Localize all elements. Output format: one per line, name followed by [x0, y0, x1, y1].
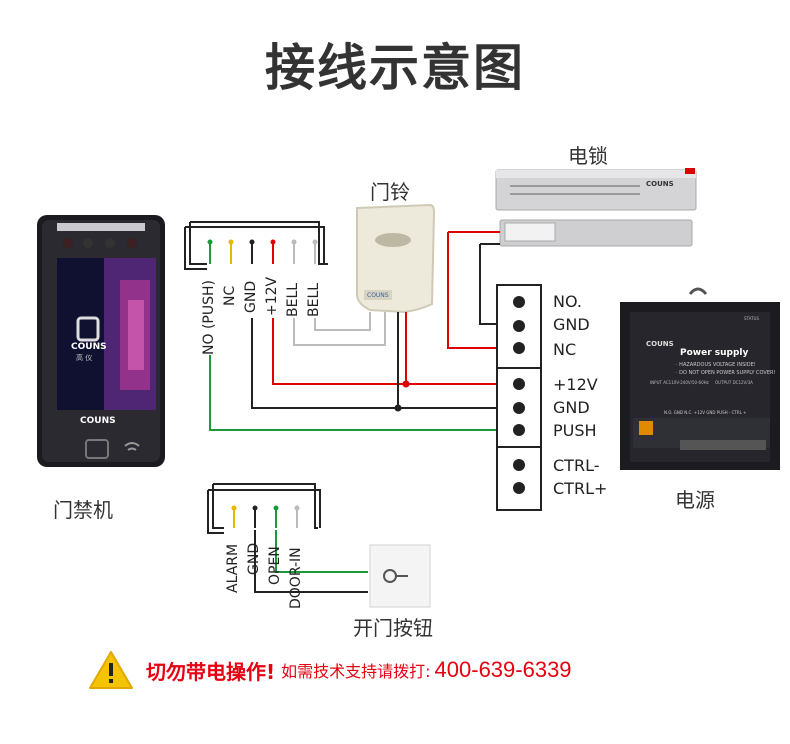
warning-icon — [89, 651, 133, 689]
power-brand: COUNS — [646, 340, 674, 348]
power-output: OUTPUT DC12V/3A — [715, 380, 753, 385]
terminal-label: ALARM — [225, 543, 241, 593]
block-label: PUSH — [553, 421, 597, 440]
device-brand: COUNS — [71, 342, 107, 352]
block-label: NO. — [553, 292, 582, 311]
terminal-label: BELL — [306, 282, 322, 317]
power-terminals: N.O. GND N.C. +12V GND PUSH - CTRL + — [664, 410, 747, 415]
warning-phone: 400-639-6339 — [434, 657, 572, 682]
terminal-label: NC — [222, 285, 238, 306]
exit-button-device — [369, 544, 431, 608]
label-exit-button: 开门按钮 — [353, 616, 433, 640]
terminal-label: GND — [243, 280, 259, 313]
block-label: GND — [553, 398, 590, 417]
device-bottom-brand: COUNS — [80, 416, 116, 426]
terminal-label: BELL — [285, 282, 301, 317]
terminal-block — [496, 284, 542, 511]
power-warning-1: · HAZARDOUS VOLTAGE INSIDE! — [676, 362, 756, 368]
terminal-label: OPEN — [267, 546, 283, 585]
label-lock: 电锁 — [568, 144, 608, 168]
power-name: Power supply — [680, 348, 749, 358]
terminal-label: GND — [246, 542, 262, 575]
label-power: 电源 — [675, 488, 715, 512]
block-label: CTRL+ — [553, 479, 608, 498]
block-label: CTRL- — [553, 456, 600, 475]
block-label: GND — [553, 315, 590, 334]
device-brand-sub: 高 仪 — [76, 354, 93, 362]
bell-brand: COUNS — [367, 292, 389, 299]
warning-sub: 如需技术支持请拨打: — [281, 662, 431, 681]
power-warning-2: · DO NOT OPEN POWER SUPPLY COVER! — [676, 370, 776, 376]
electric-lock-device — [495, 168, 697, 247]
power-status: STATUS — [744, 316, 760, 321]
page-title: 接线示意图 — [265, 39, 525, 97]
terminal-label: +12V — [264, 276, 280, 316]
power-input: INPUT AC110V-240V/50-60Hz — [650, 380, 709, 385]
access-controller-device — [37, 215, 165, 467]
block-label: NC — [553, 340, 577, 359]
power-supply-device — [620, 287, 780, 470]
warning-bar: 切勿带电操作! 如需技术支持请拨打: 400-639-6339 — [88, 650, 572, 690]
door-bell-device — [356, 203, 436, 314]
label-controller: 门禁机 — [53, 498, 113, 522]
warning-main: 切勿带电操作! — [146, 659, 276, 684]
terminal-label: NO (PUSH) — [201, 280, 217, 355]
lock-brand: COUNS — [646, 180, 674, 188]
block-label: +12V — [553, 375, 598, 394]
terminal-label: DOOR-IN — [288, 547, 304, 609]
label-bell: 门铃 — [370, 180, 410, 204]
